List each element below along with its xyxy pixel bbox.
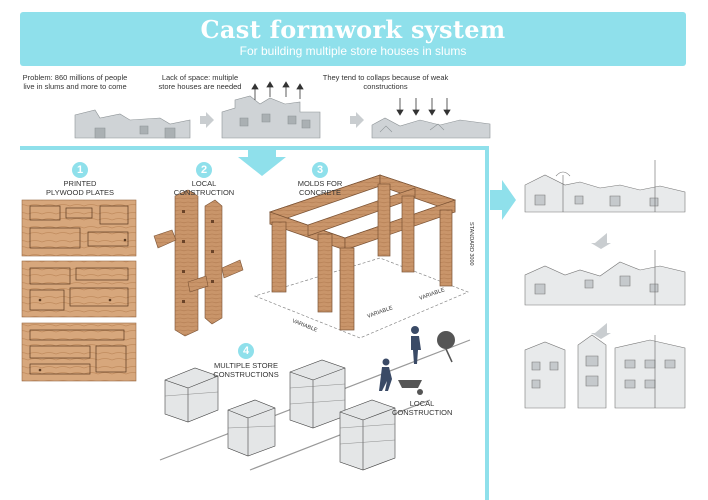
formwork-exploded	[153, 189, 244, 337]
step-1-label: PRINTED PLYWOOD PLATES	[45, 179, 115, 197]
frame-line	[20, 146, 489, 500]
step-1-number: 1	[72, 162, 88, 178]
problem-text-3: They tend to collaps because of weak con…	[322, 73, 449, 91]
page-subtitle: For building multiple store houses in sl…	[239, 44, 467, 58]
plywood-plates	[21, 199, 137, 382]
arrows-up	[251, 81, 304, 100]
step-2-number: 2	[196, 162, 212, 178]
slum-strip	[74, 109, 191, 139]
scene-after	[524, 334, 686, 409]
header-banner	[20, 12, 686, 66]
arrows-down	[396, 98, 451, 116]
slum-strip-2	[221, 95, 321, 139]
worker-figures	[379, 326, 455, 395]
scene-arrow-1	[591, 233, 611, 249]
step-3-number: 3	[312, 162, 328, 178]
dim-standard: STANDARD 3000	[468, 222, 474, 266]
step-4-number: 4	[238, 343, 254, 359]
right-arrow	[490, 180, 516, 220]
problem-text-2: Lack of space: multiple store houses are…	[158, 73, 242, 91]
slum-strip-3	[371, 117, 491, 139]
strip-arrow-2	[350, 112, 364, 128]
scene-middle	[524, 250, 686, 306]
step-2-label: LOCAL CONSTRUCTION	[173, 179, 235, 197]
step-3-label: MOLDS FOR CONCRETE	[297, 179, 343, 197]
dim-variable-1: VARIABLE	[291, 318, 318, 334]
step-4-label: MULTIPLE STORE CONSTRUCTIONS	[213, 361, 279, 379]
mold-frame	[253, 174, 469, 339]
scene-before	[524, 160, 686, 213]
scene-arrow-2	[591, 323, 611, 339]
dim-variable-3: VARIABLE	[419, 287, 446, 302]
down-arrow	[238, 148, 286, 176]
local-construction-label: LOCAL CONSTRUCTION	[392, 399, 453, 417]
problem-text-1: Problem: 860 millions of people live in …	[22, 73, 128, 91]
dim-variable-2: VARIABLE	[367, 305, 394, 320]
strip-arrow-1	[200, 112, 214, 128]
page-title: Cast formwork system	[200, 15, 506, 44]
scaffold-constructions	[159, 339, 471, 471]
